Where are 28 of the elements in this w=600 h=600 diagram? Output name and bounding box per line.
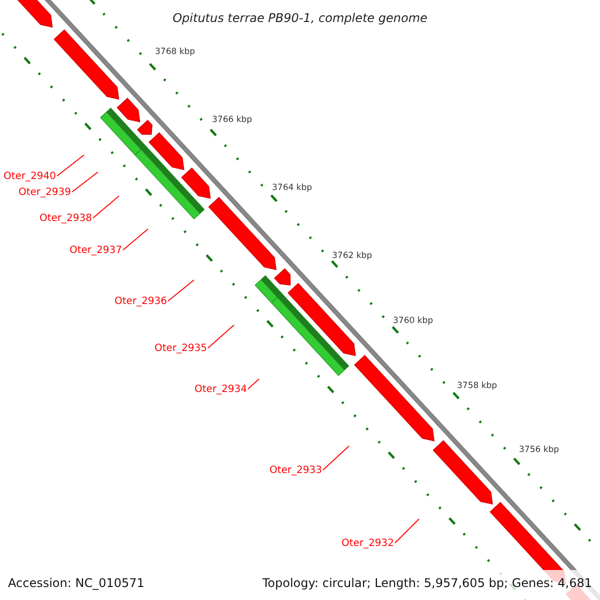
leader-line [322,446,350,470]
title: Opitutus terrae PB90-1, complete genome [172,11,428,25]
tick-label: 3766 kbp [212,116,252,124]
tick-label: 3758 kbp [457,382,498,390]
gene-label: Oter_2934 [194,385,247,395]
gene-label: Oter_2937 [69,246,122,256]
leader-line [72,172,98,192]
tick-label: 3762 kbp [332,252,372,260]
gene-label: Oter_2939 [18,188,71,198]
gene-label: Oter_2935 [154,344,207,354]
gene-label: Oter_2940 [3,172,56,182]
gene-label: Oter_2933 [269,466,322,476]
tick-label: 3764 kbp [272,184,312,192]
gene-label: Oter_2932 [341,539,394,549]
tick-label: 3760 kbp [393,317,434,326]
gene-label: Oter_2936 [114,297,167,307]
leader-line [92,196,120,218]
leader-line [122,228,148,250]
leader-line [248,378,260,390]
gene-label: Oter_2938 [39,214,92,224]
footer-text: Topology: circular; Length: 5,957,605 bp; Genes: 4,681 [262,576,592,590]
tick-label: 3768 kbp [155,48,196,56]
leader-line [208,324,234,348]
footer-text: Accession: NC_010571 [8,576,144,590]
leader-line [168,280,194,302]
leader-line [56,154,84,176]
tick-label: 3756 kbp [519,446,560,454]
leader-line [394,518,420,544]
